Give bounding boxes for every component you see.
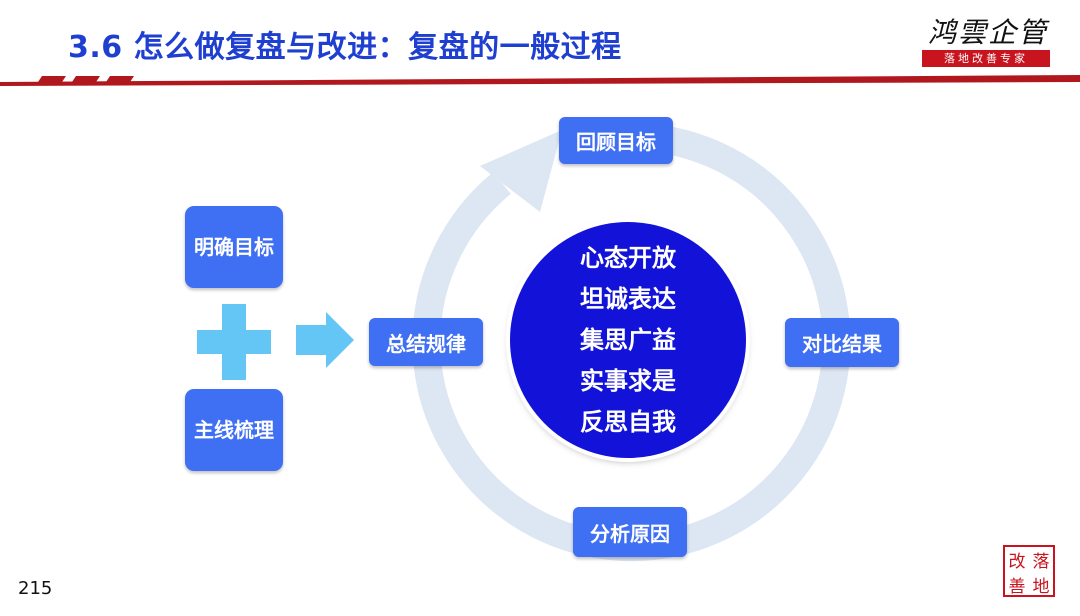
page-number: 215 — [18, 578, 53, 599]
principle-candid: 坦诚表达 — [580, 284, 676, 313]
seal-char: 地 — [1032, 577, 1050, 597]
page-title: 3.6 怎么做复盘与改进：复盘的一般过程 — [68, 30, 622, 65]
principle-fact-based: 实事求是 — [580, 366, 676, 395]
principle-brainstorm: 集思广益 — [580, 325, 676, 354]
right-arrow-icon — [296, 312, 354, 368]
compare-result-box: 对比结果 — [785, 318, 899, 367]
plus-icon — [197, 304, 271, 380]
principle-self-reflect: 反思自我 — [580, 407, 676, 436]
logo-name: 鸿雲企管 — [927, 16, 1048, 49]
review-goal-box: 回顾目标 — [559, 117, 673, 164]
analyze-cause-box: 分析原因 — [573, 507, 687, 557]
storyline-box: 主线梳理 — [185, 389, 283, 471]
clarify-goal-box: 明确目标 — [185, 206, 283, 288]
seal-stamp: 改 落 善 地 — [1003, 545, 1055, 597]
header-divider — [0, 75, 1080, 86]
seal-char: 落 — [1032, 552, 1050, 572]
seal-char: 改 — [1008, 552, 1026, 572]
company-logo: 鸿雲企管 落地改善专家 — [918, 16, 1058, 70]
seal-char: 善 — [1008, 577, 1026, 597]
principle-open-mind: 心态开放 — [580, 243, 676, 272]
center-principles-circle: 心态开放 坦诚表达 集思广益 实事求是 反思自我 — [510, 222, 746, 458]
logo-tagline: 落地改善专家 — [922, 50, 1050, 67]
summarize-rules-box: 总结规律 — [369, 318, 483, 366]
